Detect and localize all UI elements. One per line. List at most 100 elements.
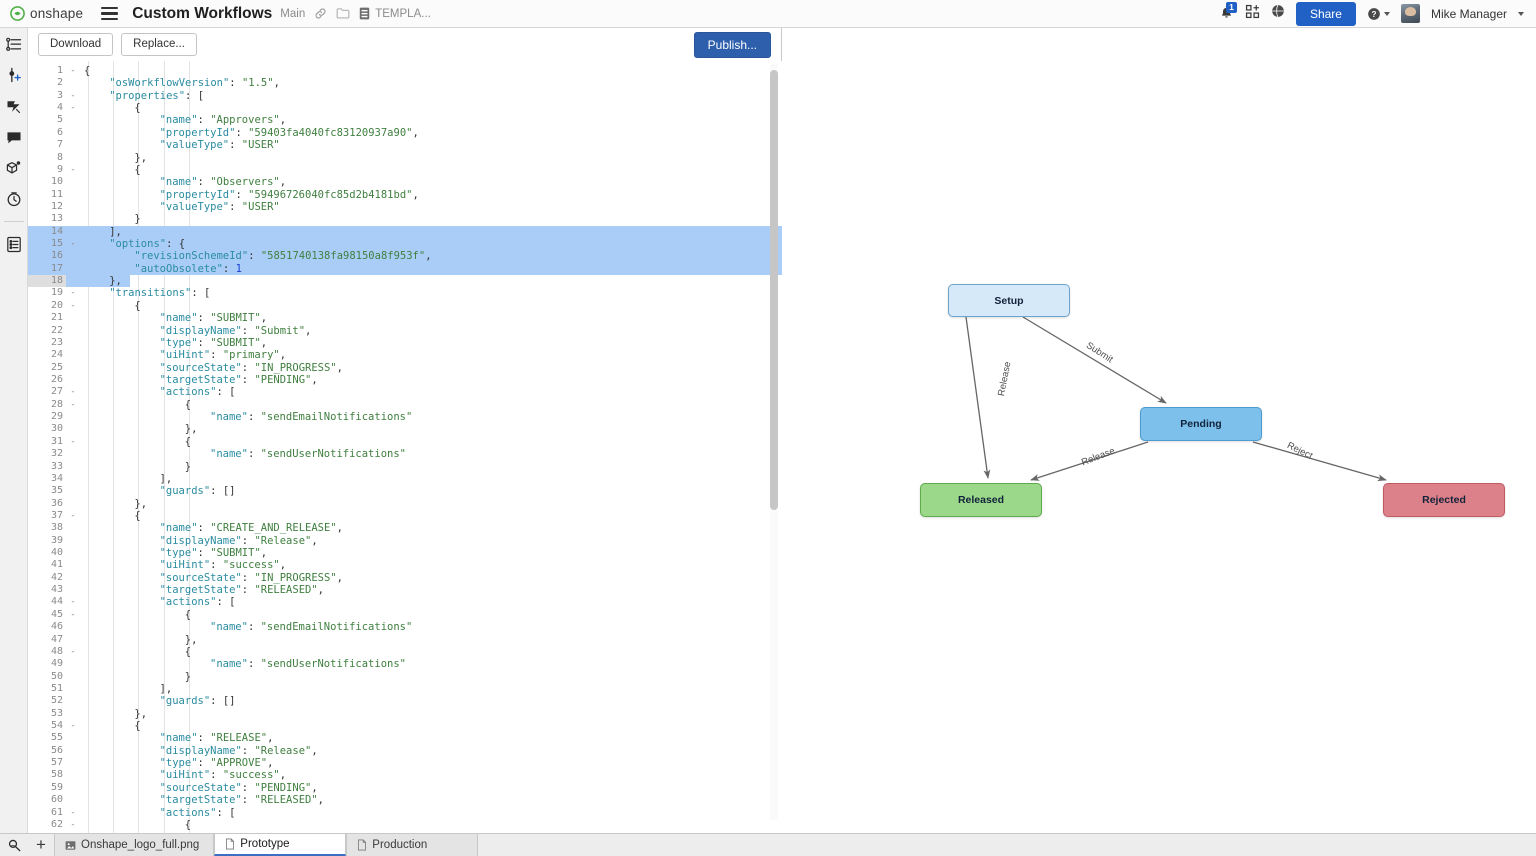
document-tab-2[interactable]: Production bbox=[346, 834, 479, 856]
code-line[interactable]: 47}, bbox=[28, 634, 782, 646]
sidebar-item-versions[interactable] bbox=[3, 189, 25, 209]
publish-button[interactable]: Publish... bbox=[693, 31, 771, 58]
code-line[interactable]: 45-{ bbox=[28, 609, 782, 621]
code-line[interactable]: 7"valueType": "USER" bbox=[28, 139, 782, 151]
code-line[interactable]: 61-"actions": [ bbox=[28, 807, 782, 819]
code-line[interactable]: 35"guards": [] bbox=[28, 485, 782, 497]
code-line[interactable]: 56"displayName": "Release", bbox=[28, 745, 782, 757]
fold-toggle-icon[interactable]: - bbox=[70, 819, 76, 830]
code-line[interactable]: 1-{ bbox=[28, 65, 782, 77]
sidebar-item-comments[interactable] bbox=[3, 127, 25, 147]
fold-toggle-icon[interactable]: - bbox=[70, 164, 76, 175]
fold-toggle-icon[interactable]: - bbox=[70, 807, 76, 818]
code-line[interactable]: 23"type": "SUBMIT", bbox=[28, 337, 782, 349]
sidebar-item-feature-list[interactable] bbox=[3, 34, 25, 54]
code-line[interactable]: 44-"actions": [ bbox=[28, 596, 782, 608]
code-line[interactable]: 11"propertyId": "59496726040fc85d2b4181b… bbox=[28, 189, 782, 201]
fold-toggle-icon[interactable]: - bbox=[70, 597, 76, 608]
fold-toggle-icon[interactable]: - bbox=[70, 609, 76, 620]
sidebar-item-markup[interactable] bbox=[3, 96, 25, 116]
code-line[interactable]: 52"guards": [] bbox=[28, 695, 782, 707]
code-line[interactable]: 25"sourceState": "IN_PROGRESS", bbox=[28, 362, 782, 374]
code-line[interactable]: 38"name": "CREATE_AND_RELEASE", bbox=[28, 522, 782, 534]
code-line[interactable]: 31-{ bbox=[28, 436, 782, 448]
code-line[interactable]: 9-{ bbox=[28, 164, 782, 176]
code-line[interactable]: 59"sourceState": "PENDING", bbox=[28, 782, 782, 794]
share-button[interactable]: Share bbox=[1295, 1, 1356, 26]
sidebar-item-insert[interactable] bbox=[3, 65, 25, 85]
code-line[interactable]: 55"name": "RELEASE", bbox=[28, 732, 782, 744]
code-line[interactable]: 53}, bbox=[28, 708, 782, 720]
code-line[interactable]: 17"autoObsolete": 1 bbox=[28, 262, 782, 276]
code-line[interactable]: 27-"actions": [ bbox=[28, 386, 782, 398]
code-line[interactable]: 2"osWorkflowVersion": "1.5", bbox=[28, 77, 782, 89]
code-line[interactable]: 16"revisionSchemeId": "5851740138fa98150… bbox=[28, 250, 782, 263]
diagram-node-rejected[interactable]: Rejected bbox=[1383, 483, 1505, 517]
code-line[interactable]: 19-"transitions": [ bbox=[28, 287, 782, 299]
code-line[interactable]: 12"valueType": "USER" bbox=[28, 201, 782, 213]
json-code-editor[interactable]: 1-{2"osWorkflowVersion": "1.5",3-"proper… bbox=[28, 61, 782, 833]
code-line[interactable]: 4-{ bbox=[28, 102, 782, 114]
user-chevron-down-icon[interactable] bbox=[1518, 11, 1524, 16]
code-line[interactable]: 57"type": "APPROVE", bbox=[28, 757, 782, 769]
add-tab-icon[interactable]: + bbox=[36, 835, 46, 854]
brand[interactable]: onshape bbox=[10, 6, 83, 21]
diagram-node-pending[interactable]: Pending bbox=[1140, 407, 1262, 441]
code-line[interactable]: 58"uiHint": "success", bbox=[28, 769, 782, 781]
fold-toggle-icon[interactable]: - bbox=[70, 387, 76, 398]
code-line[interactable]: 32"name": "sendUserNotifications" bbox=[28, 448, 782, 460]
hamburger-menu-icon[interactable] bbox=[101, 7, 119, 20]
notifications-button[interactable]: 1 bbox=[1219, 2, 1237, 21]
folder-icon[interactable] bbox=[336, 7, 350, 20]
fold-toggle-icon[interactable]: - bbox=[70, 510, 76, 521]
link-icon[interactable] bbox=[314, 7, 327, 20]
code-line[interactable]: 46"name": "sendEmailNotifications" bbox=[28, 621, 782, 633]
search-document-icon[interactable] bbox=[0, 834, 28, 856]
code-line[interactable]: 20-{ bbox=[28, 300, 782, 312]
globe-icon[interactable] bbox=[1271, 4, 1285, 23]
code-line[interactable]: 8}, bbox=[28, 152, 782, 164]
code-line[interactable]: 34], bbox=[28, 473, 782, 485]
fold-toggle-icon[interactable]: - bbox=[70, 646, 76, 657]
code-line[interactable]: 48-{ bbox=[28, 646, 782, 658]
add-app-icon[interactable] bbox=[1245, 4, 1260, 24]
diagram-node-setup[interactable]: Setup bbox=[948, 284, 1070, 317]
code-line[interactable]: 22"displayName": "Submit", bbox=[28, 325, 782, 337]
code-line[interactable]: 62-{ bbox=[28, 819, 782, 831]
avatar[interactable] bbox=[1400, 4, 1420, 23]
fold-toggle-icon[interactable]: - bbox=[70, 66, 76, 76]
fold-toggle-icon[interactable]: - bbox=[70, 300, 76, 311]
code-line[interactable]: 10"name": "Observers", bbox=[28, 176, 782, 188]
code-line[interactable]: 36}, bbox=[28, 498, 782, 510]
code-line[interactable]: 40"type": "SUBMIT", bbox=[28, 547, 782, 559]
download-button[interactable]: Download bbox=[38, 33, 114, 56]
code-line[interactable]: 6"propertyId": "59403fa4040fc83120937a90… bbox=[28, 127, 782, 139]
code-line[interactable]: 51], bbox=[28, 683, 782, 695]
code-line[interactable]: 60"targetState": "RELEASED", bbox=[28, 794, 782, 806]
active-tab-breadcrumb[interactable]: TEMPLA... bbox=[375, 7, 431, 20]
help-menu[interactable]: ? bbox=[1367, 7, 1390, 21]
code-line[interactable]: 21"name": "SUBMIT", bbox=[28, 312, 782, 324]
document-icon[interactable] bbox=[359, 7, 370, 20]
sidebar-item-parts[interactable] bbox=[3, 158, 25, 178]
fold-toggle-icon[interactable]: - bbox=[70, 239, 76, 250]
code-line[interactable]: 28-{ bbox=[28, 399, 782, 411]
code-line[interactable]: 18}, bbox=[28, 275, 782, 288]
code-line[interactable]: 43"targetState": "RELEASED", bbox=[28, 584, 782, 596]
code-line[interactable]: 42"sourceState": "IN_PROGRESS", bbox=[28, 572, 782, 584]
code-line[interactable]: 39"displayName": "Release", bbox=[28, 535, 782, 547]
user-name-label[interactable]: Mike Manager bbox=[1430, 6, 1507, 21]
code-line[interactable]: 29"name": "sendEmailNotifications" bbox=[28, 411, 782, 423]
fold-toggle-icon[interactable]: - bbox=[70, 721, 76, 732]
diagram-node-released[interactable]: Released bbox=[920, 483, 1042, 517]
code-line[interactable]: 33} bbox=[28, 461, 782, 473]
code-line[interactable]: 54-{ bbox=[28, 720, 782, 732]
code-line[interactable]: 13} bbox=[28, 213, 782, 225]
code-line[interactable]: 50} bbox=[28, 671, 782, 683]
code-line[interactable]: 3-"properties": [ bbox=[28, 90, 782, 102]
code-line[interactable]: 37-{ bbox=[28, 510, 782, 522]
code-line[interactable]: 14], bbox=[28, 225, 782, 239]
code-line[interactable]: 41"uiHint": "success", bbox=[28, 559, 782, 571]
sidebar-item-properties[interactable] bbox=[3, 234, 25, 254]
replace-button[interactable]: Replace... bbox=[121, 33, 197, 56]
